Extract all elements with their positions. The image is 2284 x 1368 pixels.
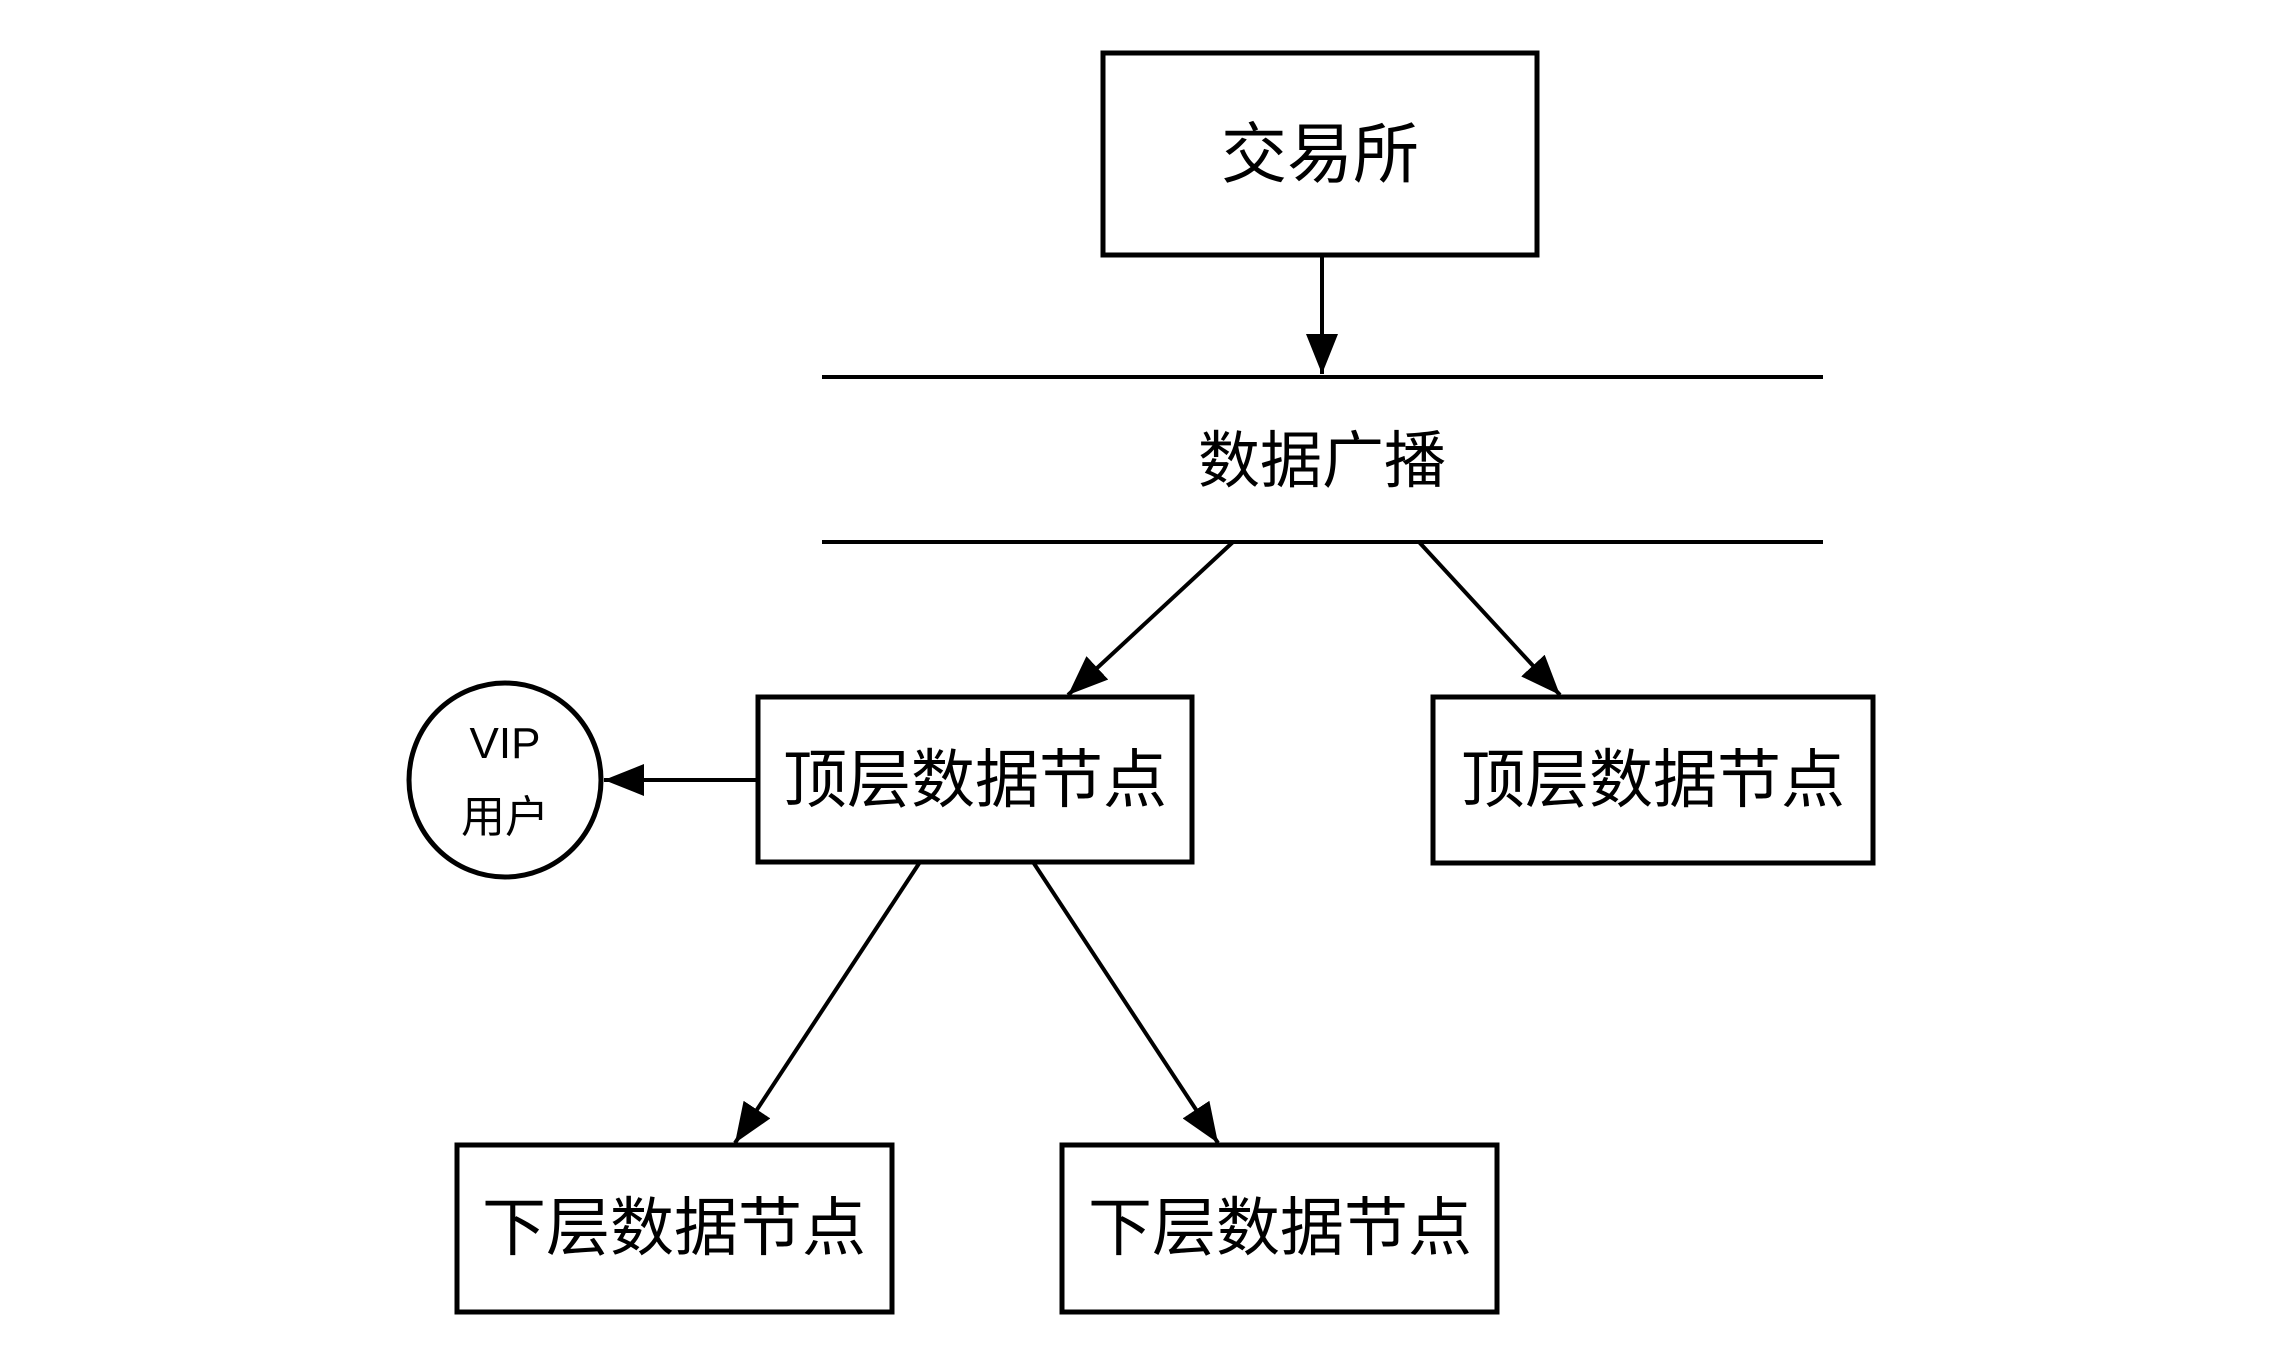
top-data-node-right-label: 顶层数据节点: [1461, 744, 1845, 816]
lower-data-node-right-label: 下层数据节点: [1088, 1192, 1472, 1264]
arrow-top-node-to-lower-node-left: [733, 860, 922, 1145]
arrow-broadcast-to-top-node-left: [1066, 540, 1235, 697]
lower-data-node-left-label: 下层数据节点: [482, 1192, 866, 1264]
lower-data-node-right-box: [1059, 1142, 1500, 1315]
arrow-broadcast-to-top-node-right: [1417, 540, 1562, 697]
exchange-box: [1100, 50, 1540, 258]
top-data-node-right-box: [1430, 694, 1876, 866]
broadcast-label: 数据广播: [1198, 427, 1446, 496]
top-data-node-left-label: 顶层数据节点: [783, 744, 1167, 816]
top-data-node-left-box: [755, 694, 1195, 865]
vip-user-circle: [406, 680, 604, 880]
vip-user-label-line2: 用户: [461, 793, 549, 842]
lower-data-node-left-box: [454, 1142, 895, 1315]
vip-user-label-line1: VIP: [470, 719, 541, 768]
arrow-top-node-to-lower-node-right: [1031, 860, 1220, 1145]
exchange-label: 交易所: [1221, 117, 1419, 191]
